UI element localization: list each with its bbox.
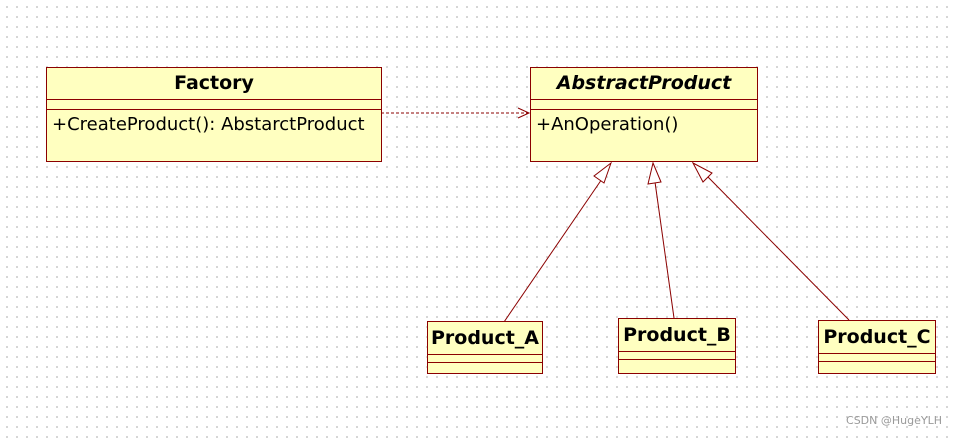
class-name: Factory	[47, 68, 381, 100]
class-name: Product_B	[619, 319, 735, 352]
watermark: CSDN @HugeYLH	[846, 414, 942, 427]
class-abstract-product[interactable]: AbstractProduct +AnOperation()	[530, 67, 758, 162]
dependency-factory-to-abstract-product	[381, 107, 531, 119]
class-product-b[interactable]: Product_B	[618, 318, 736, 374]
operations-compartment: +CreateProduct(): AbstarctProduct	[47, 110, 381, 140]
attributes-compartment	[428, 355, 542, 363]
generalization-product-c	[691, 161, 850, 321]
generalization-product-b	[647, 161, 675, 319]
operations-compartment	[819, 362, 935, 372]
class-product-c[interactable]: Product_C	[818, 320, 936, 374]
class-name: AbstractProduct	[531, 68, 757, 100]
class-name: Product_C	[819, 321, 935, 354]
attributes-compartment	[819, 354, 935, 362]
class-factory[interactable]: Factory +CreateProduct(): AbstarctProduc…	[46, 67, 382, 162]
operation: +CreateProduct(): AbstarctProduct	[52, 114, 365, 135]
attributes-compartment	[619, 352, 735, 360]
class-name: Product_A	[428, 322, 542, 355]
attributes-compartment	[531, 100, 757, 110]
class-product-a[interactable]: Product_A	[427, 321, 543, 374]
operations-compartment	[428, 363, 542, 373]
operations-compartment	[619, 360, 735, 370]
generalization-product-a	[503, 161, 613, 323]
attributes-compartment	[47, 100, 381, 110]
operation: +AnOperation()	[536, 114, 679, 135]
operations-compartment: +AnOperation()	[531, 110, 757, 140]
